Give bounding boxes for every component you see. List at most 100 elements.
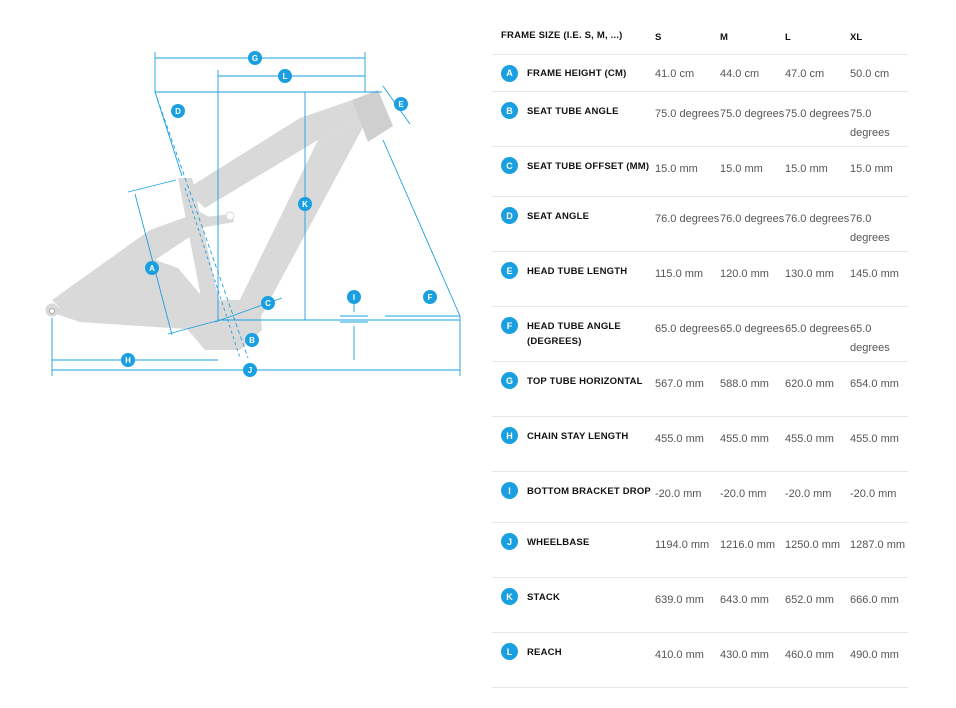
svg-text:L: L [283, 72, 288, 81]
geometry-table: FRAME SIZE (I.E. S, M, ...) S M L XL A FR… [492, 17, 908, 688]
svg-text:C: C [265, 299, 271, 308]
measure-value-m: 44.0 cm [720, 67, 760, 80]
measure-value-m: 120.0 mm [720, 268, 769, 280]
measure-value-xl: 490.0 mm [850, 649, 899, 661]
measure-value-m: 65.0 degrees [720, 323, 785, 335]
marker-a: A [145, 261, 159, 275]
measure-letter-badge: K [501, 588, 518, 605]
diagram-markers: G L D E K A C I F B H J [121, 51, 437, 377]
measure-value-s: 1194.0 mm [655, 539, 710, 551]
measure-value-s: 65.0 degrees [655, 323, 720, 335]
svg-text:I: I [353, 293, 355, 302]
measure-value-l: 15.0 mm [785, 163, 828, 175]
measure-name: BOTTOM BRACKET DROP [527, 486, 651, 497]
measure-value-s: 75.0 degrees [655, 108, 720, 120]
measure-value-l: 620.0 mm [785, 378, 834, 390]
size-header-m: M [720, 31, 728, 43]
measure-letter-badge: A [501, 64, 518, 82]
measure-name: FRAME HEIGHT (CM) [527, 67, 627, 79]
marker-b: B [245, 333, 259, 347]
measure-name: WHEELBASE [527, 537, 590, 548]
measure-value-s: 410.0 mm [655, 649, 704, 661]
marker-e: E [394, 97, 408, 111]
measure-value-m: 430.0 mm [720, 649, 769, 661]
measure-value-m: -20.0 mm [720, 488, 767, 500]
svg-text:J: J [248, 366, 252, 375]
measure-value-s: 567.0 mm [655, 378, 704, 390]
marker-i: I [347, 290, 361, 304]
measure-name: HEAD TUBE LENGTH [527, 266, 628, 277]
measure-value-xl: 455.0 mm [850, 433, 899, 445]
measure-value-l: 65.0 degrees [785, 323, 850, 335]
measure-value-xl: 654.0 mm [850, 378, 899, 390]
measure-value-m: 75.0 degrees [720, 108, 785, 120]
svg-text:G: G [252, 54, 258, 63]
table-row: E HEAD TUBE LENGTH 115.0 mm 120.0 mm 130.0 m… [492, 252, 908, 307]
measure-name: CHAIN STAY LENGTH [527, 431, 629, 442]
measure-value-xl: 50.0 cm [850, 67, 890, 80]
measure-value-l: 652.0 mm [785, 594, 834, 606]
measure-letter-badge: H [501, 427, 518, 444]
measure-value-s: 115.0 mm [655, 268, 704, 280]
table-body: A FRAME HEIGHT (CM) 41.0 cm 44.0 cm 47.0 cm 5… [492, 55, 908, 688]
measure-value-s: -20.0 mm [655, 488, 702, 500]
measure-value-l: 130.0 mm [785, 268, 834, 280]
size-header-l: L [785, 31, 791, 43]
measure-letter-badge: C [501, 157, 518, 174]
marker-d: D [171, 104, 185, 118]
measure-value-xl: 15.0 mm [850, 163, 893, 175]
frame-geometry-diagram: G L D E K A C I F B H J [45, 51, 461, 377]
measure-name: SEAT TUBE OFFSET (MM) [527, 161, 650, 172]
svg-text:A: A [149, 264, 155, 273]
measure-value-l: -20.0 mm [785, 488, 832, 500]
measure-value-l: 76.0 degrees [785, 213, 850, 225]
marker-l: L [278, 69, 292, 83]
measure-value-xl: 76.0 degrees [850, 213, 890, 244]
measure-letter-badge: G [501, 372, 518, 389]
table-row: A FRAME HEIGHT (CM) 41.0 cm 44.0 cm 47.0 cm 5… [492, 55, 908, 92]
svg-text:K: K [302, 200, 308, 209]
marker-f: F [423, 290, 437, 304]
marker-g: G [248, 51, 262, 65]
size-header-s: S [655, 31, 662, 43]
measure-letter-badge: D [501, 207, 518, 224]
measure-value-xl: -20.0 mm [850, 488, 897, 500]
measure-value-m: 643.0 mm [720, 594, 769, 606]
bike-frame-silhouette [45, 90, 393, 350]
measure-value-m: 1216.0 mm [720, 539, 776, 551]
measure-letter-badge: J [501, 533, 518, 550]
svg-text:H: H [125, 356, 131, 365]
measure-letter-badge: I [501, 482, 518, 499]
measure-value-s: 76.0 degrees [655, 213, 720, 225]
measure-name: SEAT ANGLE [527, 211, 590, 222]
measure-value-s: 15.0 mm [655, 163, 698, 175]
measure-letter-badge: B [501, 102, 518, 119]
measure-letter-badge: E [501, 262, 518, 279]
table-header-row: FRAME SIZE (I.E. S, M, ...) S M L XL [492, 17, 908, 55]
svg-text:B: B [249, 336, 255, 345]
measure-letter-badge: F [501, 317, 518, 334]
measure-value-xl: 75.0 degrees [850, 108, 890, 139]
table-row: C SEAT TUBE OFFSET (MM) 15.0 mm 15.0 mm 15.0… [492, 147, 908, 197]
svg-text:E: E [398, 100, 404, 109]
measure-value-s: 41.0 cm [655, 67, 695, 80]
measure-name: STACK [527, 592, 561, 603]
size-header-xl: XL [850, 31, 863, 43]
svg-text:D: D [175, 107, 181, 116]
measure-value-xl: 145.0 mm [850, 268, 899, 280]
measure-value-xl: 65.0 degrees [850, 323, 890, 354]
measure-value-xl: 666.0 mm [850, 594, 899, 606]
marker-k: K [298, 197, 312, 211]
measure-value-l: 460.0 mm [785, 649, 834, 661]
measure-value-l: 47.0 cm [785, 67, 825, 80]
measure-value-m: 15.0 mm [720, 163, 763, 175]
measure-value-l: 455.0 mm [785, 433, 834, 445]
